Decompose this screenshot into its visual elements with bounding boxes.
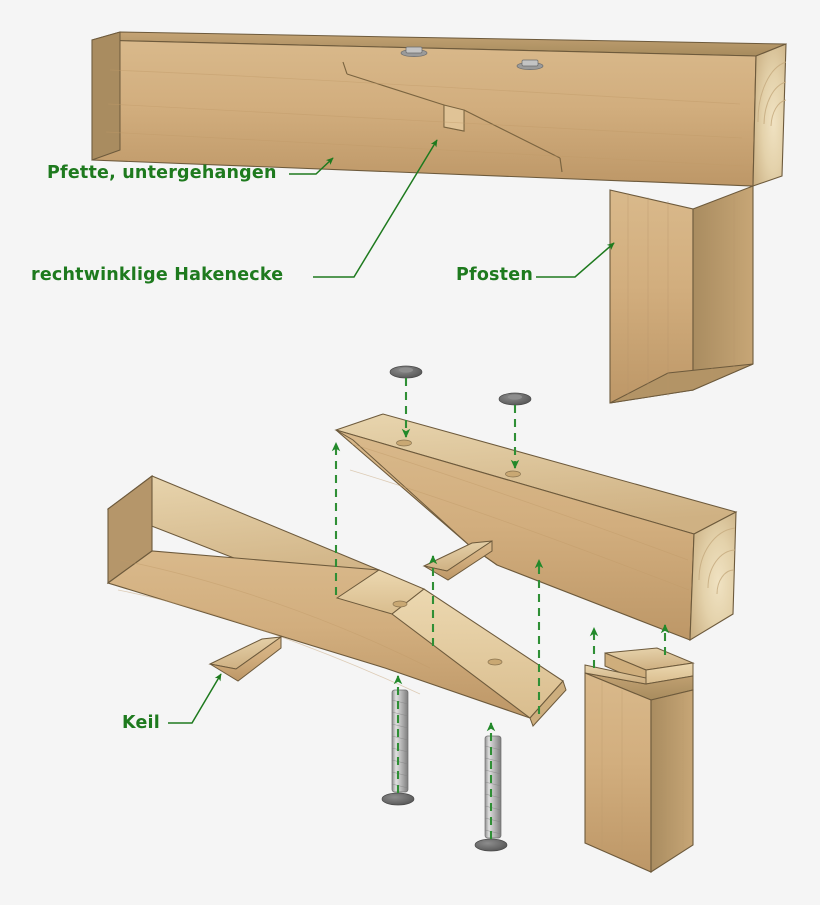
- leader-line-pfosten: [536, 242, 615, 278]
- right-angled-hook-corner-notch: [443, 104, 465, 132]
- exploded-post: [584, 647, 695, 874]
- beam-end-grain-rings: [757, 61, 787, 127]
- washer-upper: [389, 365, 423, 379]
- post-upright: [609, 185, 754, 404]
- bolt-hole: [505, 470, 521, 478]
- beam-right-end-grain: [689, 511, 737, 641]
- bolt-head: [516, 59, 544, 70]
- label-pfosten: Pfosten: [456, 265, 533, 285]
- washer-upper: [498, 392, 532, 406]
- label-keil: Keil: [122, 713, 160, 733]
- leader-line-pfette: [289, 157, 334, 175]
- post-grain-exploded: [601, 681, 684, 858]
- bolt-head: [400, 46, 428, 57]
- bolt-hole: [392, 600, 408, 608]
- washer: [474, 838, 508, 852]
- post-front-face-exploded: [584, 672, 652, 873]
- leader-lines-assembled: [289, 139, 615, 278]
- exploded-beam-left: [106, 474, 567, 727]
- beam-left-tongue-end: [529, 680, 567, 727]
- wedge-front-face: [209, 636, 282, 682]
- label-pfette: Pfette, untergehangen: [47, 163, 277, 183]
- bolt-assembly: [381, 365, 532, 852]
- assembly-arrows: [331, 378, 670, 839]
- bolt-head-group-assembled: [400, 46, 544, 70]
- beam-right-front-face: [335, 429, 695, 641]
- bolt-threads: [484, 745, 502, 835]
- purlin-beam-assembled: [91, 31, 787, 187]
- beam-end-grain-face: [752, 43, 787, 187]
- post-side-face: [692, 185, 754, 391]
- post-bottom-face: [609, 363, 754, 404]
- beam-right-end-rings: [698, 527, 736, 595]
- post-top-ledge: [584, 664, 647, 685]
- bolt-rod: [484, 735, 502, 839]
- bolt-hole: [396, 439, 412, 447]
- wedge-piece: [422, 540, 493, 581]
- washer: [381, 792, 415, 806]
- leader-line-keil: [168, 673, 222, 724]
- wedge-front-face: [423, 540, 493, 581]
- assembled-view: [91, 31, 787, 404]
- exploded-beam-right: [334, 413, 738, 641]
- post-grain: [627, 193, 735, 400]
- beam-left-end-face: [91, 31, 121, 161]
- bolt-hole: [487, 658, 503, 666]
- wedge-piece: [208, 636, 283, 682]
- label-hakenecke: rechtwinklige Hakenecke: [31, 265, 284, 285]
- bolt-rod: [391, 689, 409, 793]
- post-front-face: [609, 189, 694, 404]
- exploded-view: [106, 365, 738, 874]
- leader-lines-exploded: [168, 673, 222, 724]
- leader-line-hakenecke: [313, 139, 438, 278]
- beam-left-grain: [117, 559, 431, 695]
- bolt-threads: [391, 699, 409, 789]
- beam-right-grain: [349, 443, 690, 591]
- post-right-face-exploded: [650, 689, 694, 874]
